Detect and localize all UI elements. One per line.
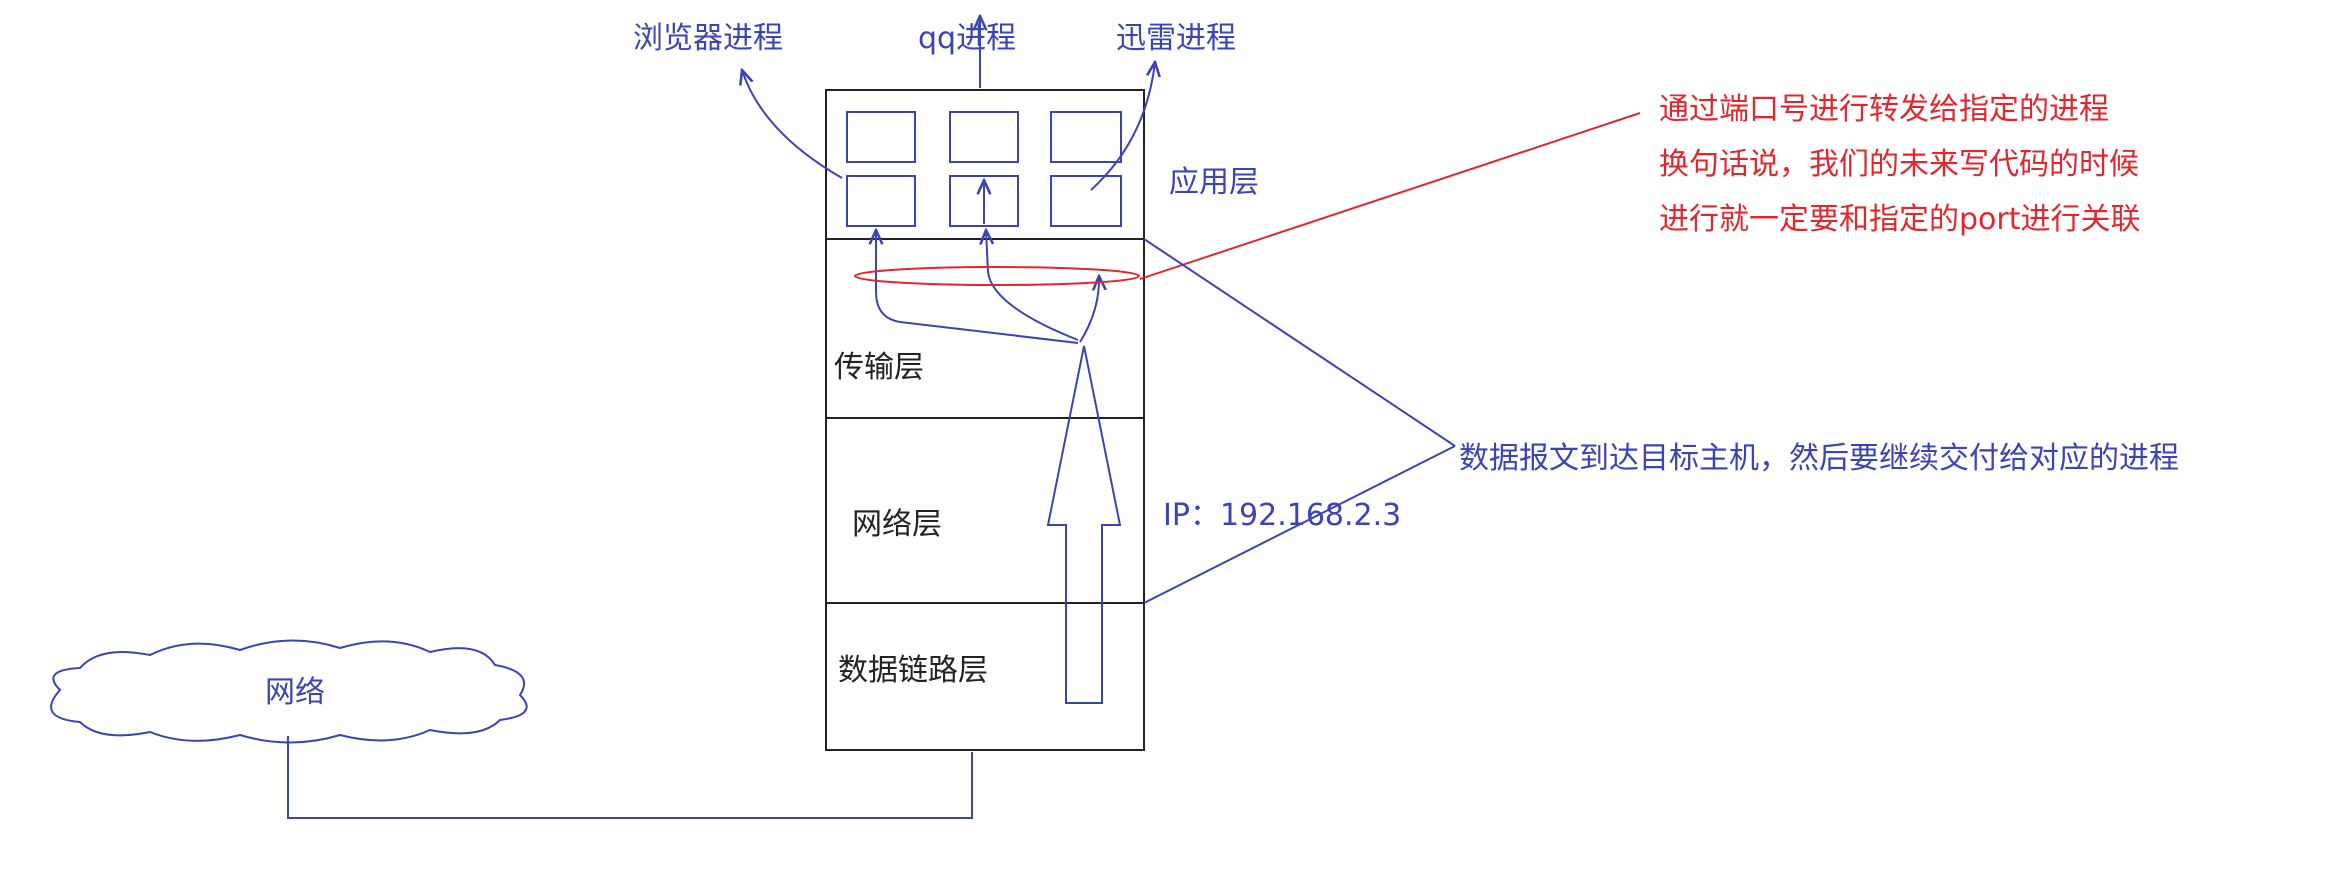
port-note-line-1: 通过端口号进行转发给指定的进程 — [1659, 92, 2109, 127]
process-box — [949, 111, 1019, 163]
qq-process-label: qq进程 — [918, 21, 1016, 56]
upward-delivery-arrow — [1046, 345, 1122, 704]
process-box — [1050, 111, 1122, 163]
xunlei-process-label: 迅雷进程 — [1116, 21, 1236, 56]
network-cloud — [50, 639, 528, 744]
ip-address-label: IP：192.168.2.3 — [1163, 498, 1401, 533]
browser-process-label: 浏览器进程 — [633, 21, 783, 56]
network-cable — [287, 736, 973, 819]
delivery-note-leader-top — [1143, 238, 1456, 447]
demux-arrow-browser — [876, 230, 1079, 344]
xunlei-process-box — [1050, 175, 1122, 227]
port-note-line-3: 进行就一定要和指定的port进行关联 — [1659, 202, 2141, 237]
qq-process-box — [949, 175, 1019, 227]
port-note-leader-line — [1139, 112, 1641, 280]
port-note-line-2: 换句话说，我们的未来写代码的时候 — [1659, 147, 2139, 182]
network-layer-label: 网络层 — [852, 507, 942, 542]
port-highlight-ellipse — [854, 266, 1140, 286]
delivery-note: 数据报文到达目标主机，然后要继续交付给对应的进程 — [1459, 441, 2179, 476]
delivery-note-leader-bottom — [1143, 445, 1456, 604]
process-box — [846, 111, 916, 163]
application-layer-label: 应用层 — [1169, 165, 1259, 200]
demux-arrow-xunlei — [1079, 276, 1099, 343]
network-cloud-label: 网络 — [265, 675, 325, 710]
xunlei-process-arrow — [1090, 62, 1155, 191]
datalink-layer-label: 数据链路层 — [838, 653, 988, 688]
browser-process-box — [846, 175, 916, 227]
transport-layer-label: 传输层 — [834, 350, 924, 385]
protocol-stack-box — [825, 89, 1145, 751]
demux-arrow-qq — [986, 230, 1079, 341]
browser-process-arrow — [742, 70, 843, 179]
